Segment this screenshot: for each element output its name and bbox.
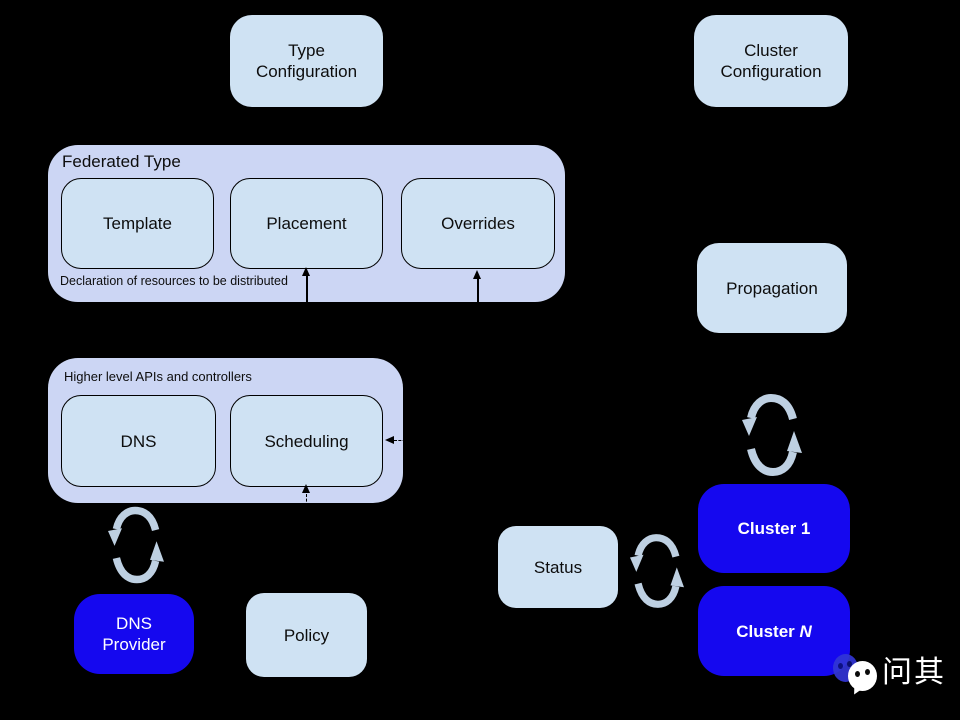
group-higher-level-apis: Higher level APIs and controllers DNS Sc… (48, 358, 403, 503)
connector-line (306, 274, 308, 396)
sync-icon (108, 506, 164, 584)
arrowhead-up-icon (473, 270, 481, 279)
group-caption: Declaration of resources to be distribut… (60, 274, 288, 288)
bubble-eye-icon (865, 669, 870, 675)
node-template: Template (61, 178, 214, 269)
node-policy: Policy (246, 593, 367, 677)
node-cluster-n: Cluster N (698, 586, 850, 676)
node-scheduling: Scheduling (230, 395, 383, 487)
watermark-text: 问其 (882, 656, 946, 689)
node-label: Cluster N (736, 621, 812, 642)
node-label: Propagation (726, 278, 818, 298)
watermark: 问其 (833, 652, 960, 698)
node-label: Cluster 1 (737, 519, 811, 538)
group-federated-type: Federated Type Template Placement Overri… (48, 145, 565, 302)
bubble-eye-icon (838, 663, 843, 669)
node-propagation: Propagation (697, 243, 847, 333)
bubble-eye-icon (855, 671, 860, 677)
arrowhead-up-icon (302, 267, 310, 276)
node-type-configuration: Type Configuration (230, 15, 383, 107)
node-label: Policy (283, 625, 330, 645)
arrowhead-up-icon (302, 484, 310, 493)
node-cluster-configuration: Cluster Configuration (694, 15, 848, 107)
node-label: Scheduling (264, 431, 349, 451)
node-status: Status (498, 526, 618, 608)
node-overrides: Overrides (401, 178, 555, 269)
bubble-eye-icon (847, 661, 852, 667)
node-label: Placement (266, 214, 347, 233)
node-label: DNS Provider (102, 614, 166, 654)
sync-icon (630, 534, 684, 608)
connector-line (477, 277, 479, 305)
node-label: Status (533, 557, 583, 577)
node-label: Template (103, 214, 172, 233)
node-label-prefix: Cluster (736, 621, 800, 641)
sync-icon (742, 394, 802, 476)
node-label: Cluster Configuration (720, 41, 822, 81)
node-label: Type Configuration (255, 41, 358, 81)
node-dns-provider: DNS Provider (74, 594, 194, 674)
group-title: Federated Type (62, 152, 181, 171)
node-label-suffix: N (799, 621, 812, 641)
node-label: DNS (120, 431, 157, 451)
arrowhead-left-icon (385, 436, 394, 444)
node-cluster-1: Cluster 1 (698, 484, 850, 573)
wechat-bubble-front-icon (848, 661, 877, 691)
connector-line (394, 440, 410, 441)
group-title: Higher level APIs and controllers (64, 369, 252, 384)
node-placement: Placement (230, 178, 383, 269)
node-dns: DNS (61, 395, 216, 487)
connector-line (306, 494, 307, 511)
node-label: Overrides (441, 214, 515, 233)
